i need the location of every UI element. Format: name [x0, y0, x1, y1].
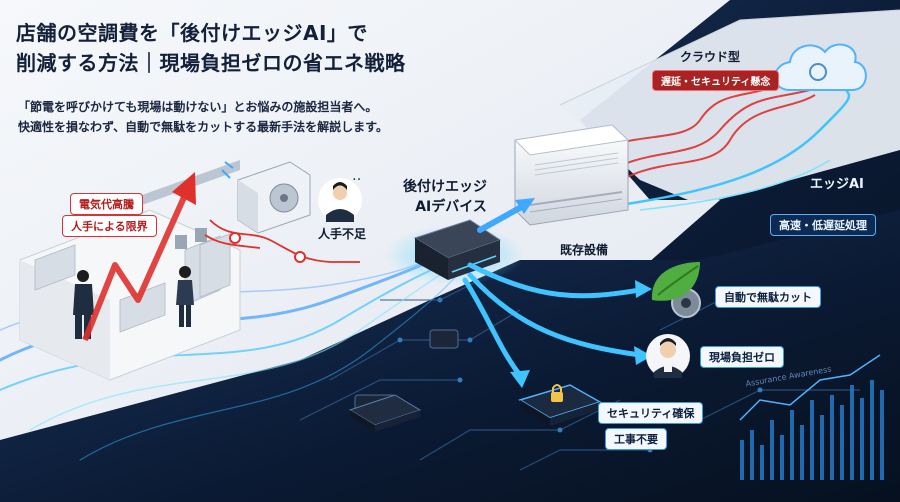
existing-equipment-label: 既存設備	[560, 243, 609, 257]
edge-ai-label: エッジAI	[810, 177, 864, 192]
no-construction-tag: 工事不要	[605, 428, 667, 450]
edge-benefit-tag: 高速・低遅延処理	[770, 214, 876, 236]
zero-burden-tag: 現場負担ゼロ	[700, 346, 784, 368]
energy-cost-tag: 電気代高騰	[70, 193, 143, 215]
edge-device-label-line-2: AIデバイス	[415, 199, 487, 215]
edge-line	[619, 79, 851, 207]
edge-device-label-line-1: 後付けエッジ	[403, 179, 487, 195]
auto-cut-tag: 自動で無駄カット	[715, 286, 821, 308]
subtitle-line-1: 「節電を呼びかけても現場は動けない」とお悩みの施設担当者へ。	[18, 100, 378, 114]
staff-avatar-icon: ‥	[318, 168, 362, 222]
rising-cost-arrow	[82, 172, 196, 342]
benefit-arrows	[462, 262, 643, 378]
svg-text:‥: ‥	[352, 168, 361, 184]
store-illustration	[19, 160, 241, 381]
leaf-gear-icon	[651, 262, 701, 318]
labor-limit-tag: 人手による限界	[62, 215, 157, 237]
subtitle-line-2: 快適性を損なわず、自動で無駄をカットする最新手法を解説します。	[18, 120, 388, 134]
staff-shortage-label: 人手不足	[318, 227, 367, 241]
processor-chip-icon	[348, 394, 422, 432]
page-subtitle: 「節電を呼びかけても現場は動けない」とお悩みの施設担当者へ。 快適性を損なわず、…	[18, 97, 388, 137]
security-tag: セキュリティ確保	[598, 402, 704, 424]
cloud-type-label: クラウド型	[680, 50, 741, 64]
title-line-2: 削減する方法｜現場負担ゼロの省エネ戦略	[16, 51, 406, 75]
air-conditioner-icon	[513, 124, 630, 226]
title-line-1: 店舗の空調費を「後付けエッジAI」で	[16, 21, 368, 45]
data-bars	[740, 380, 884, 480]
security-lock-icon	[518, 384, 602, 426]
edge-device-label: 後付けエッジ AIデバイス	[403, 176, 487, 216]
page-title: 店舗の空調費を「後付けエッジAI」で 削減する方法｜現場負担ゼロの省エネ戦略	[16, 18, 406, 78]
cloud-issue-tag: 遅延・セキュリティ懸念	[652, 70, 780, 91]
worker-avatar-icon	[646, 334, 690, 378]
arrow-to-ac	[477, 202, 528, 233]
outdoor-ac-unit-icon	[221, 161, 311, 234]
warning-wire	[204, 219, 360, 263]
